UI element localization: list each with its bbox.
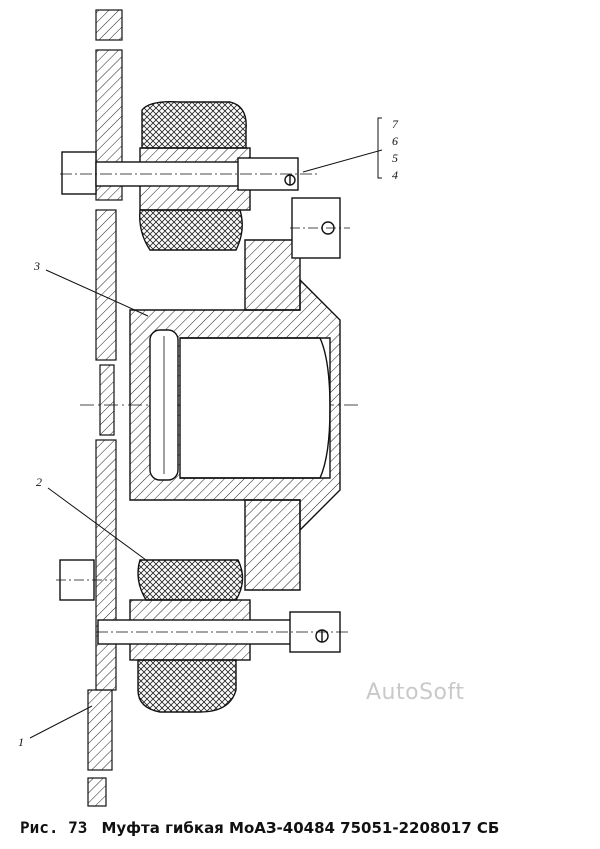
callout-6: 6	[392, 134, 398, 148]
figure-label: Рис. 73	[20, 818, 88, 837]
callout-5: 5	[392, 151, 398, 165]
leader-lines	[29, 117, 383, 739]
upper-bolt	[60, 151, 320, 195]
figure-title: Муфта гибкая МоАЗ-40484 75051-2208017 СБ	[101, 819, 500, 837]
callout-3: 3	[33, 259, 40, 273]
callout-1: 1	[18, 735, 24, 749]
key-insert	[149, 329, 179, 481]
coupling-drawing: 1 2 3 7 6 5 4	[18, 9, 399, 807]
lower-bolt	[56, 559, 350, 653]
hub	[129, 239, 341, 591]
figure-caption: Рис. 73 Муфта гибкая МоАЗ-40484 75051-220…	[20, 818, 590, 837]
callout-4: 4	[392, 168, 398, 182]
upper-nut	[290, 197, 350, 259]
flange-plate	[87, 9, 123, 807]
watermark: AutoSoft	[366, 680, 465, 705]
callout-2: 2	[36, 475, 42, 489]
callout-7: 7	[392, 117, 399, 131]
